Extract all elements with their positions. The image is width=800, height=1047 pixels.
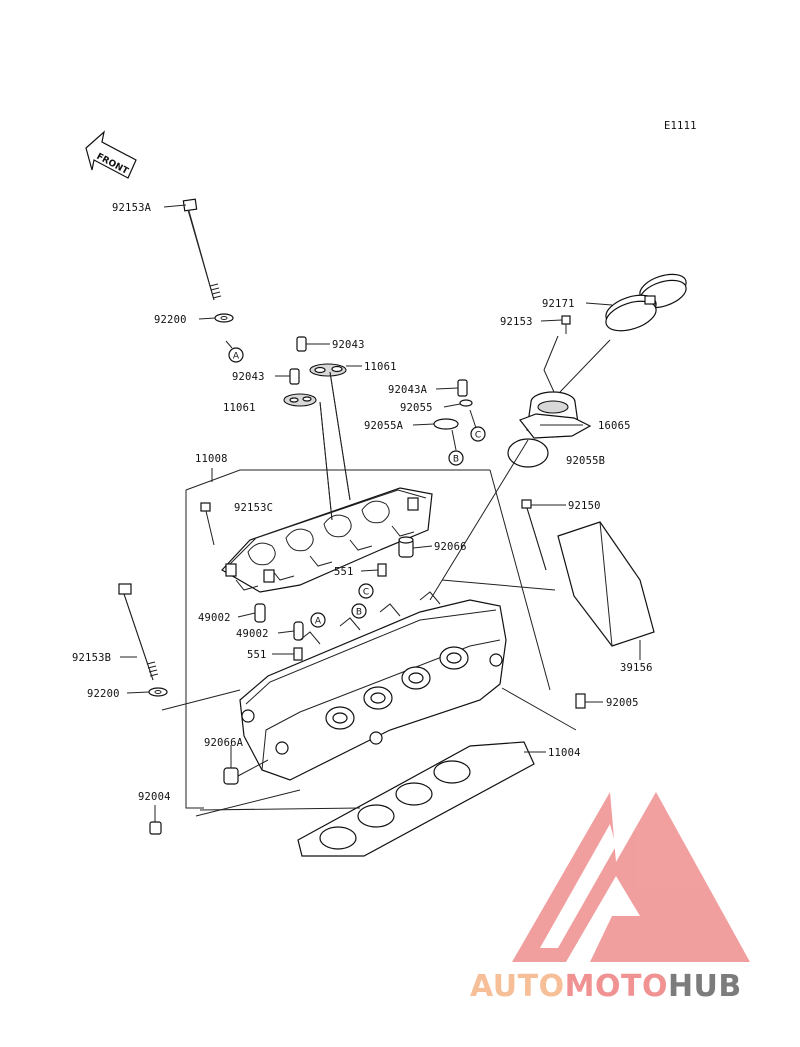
callout-92066a: 92066A: [204, 737, 244, 749]
plug-92066a: [223, 767, 239, 785]
callout-92004: 92004: [138, 791, 171, 803]
callout-92005: 92005: [606, 697, 639, 709]
callout-11004: 11004: [548, 747, 581, 759]
bolt-92153b: [118, 583, 159, 681]
automotohub-logo: AUTOMOTOHUB: [470, 792, 750, 1004]
cylinder-head: [239, 591, 507, 781]
gasket-11061-a: [309, 363, 347, 377]
screw-92153: [561, 315, 571, 334]
washer-92200-top: [214, 313, 234, 323]
guide-49002-b: [293, 621, 304, 641]
head-gasket-11004: [297, 741, 535, 857]
callout-92043a: 92043A: [388, 384, 428, 396]
cylinder-head-cover-11008: [221, 487, 433, 593]
cover-39156: [557, 521, 655, 647]
bolt-92004: [149, 821, 162, 835]
svg-text:B: B: [453, 455, 459, 465]
callout-551-b: 551: [247, 649, 267, 661]
callout-92043-b: 92043: [232, 371, 265, 383]
callout-92153: 92153: [500, 316, 533, 328]
callout-11061-a: 11061: [364, 361, 397, 373]
logo-text-auto: AUTO: [470, 969, 565, 1004]
callout-49002-a: 49002: [198, 612, 231, 624]
pin-92043-b: [289, 368, 300, 385]
sensor-92005: [575, 693, 586, 709]
callout-551-a: 551: [334, 566, 354, 578]
callout-92055: 92055: [400, 402, 433, 414]
callout-92055a: 92055A: [364, 420, 404, 432]
callout-92153a: 92153A: [112, 202, 152, 214]
diagram-code: E1111: [664, 120, 697, 132]
logo-text-hub: HUB: [668, 969, 742, 1004]
leader-lines: [120, 204, 641, 822]
clamp-92171: [605, 273, 687, 332]
bolt-92153a: [182, 198, 222, 301]
ref-marker-c-mid: C: [358, 583, 374, 599]
ref-marker-b-right: B: [448, 450, 464, 466]
callout-92200-top: 92200: [154, 314, 187, 326]
o-ring-92055: [459, 399, 473, 407]
bolt-92150: [521, 499, 547, 571]
svg-text:C: C: [475, 431, 481, 441]
ref-marker-b-mid: B: [351, 603, 367, 619]
svg-text:A: A: [315, 617, 322, 627]
callout-92043-a: 92043: [332, 339, 365, 351]
callout-11008: 11008: [195, 453, 228, 465]
o-ring-92055b: [507, 438, 549, 468]
front-arrow-icon: FRONT: [85, 130, 137, 179]
callout-16065: 16065: [598, 420, 631, 432]
washer-92200-bot: [148, 687, 168, 697]
pin-92043-a: [296, 336, 307, 352]
holder-16065: [519, 391, 592, 439]
callout-92055b: 92055B: [566, 455, 605, 467]
callout-49002-b: 49002: [236, 628, 269, 640]
logo-text-moto: MOTO: [565, 969, 668, 1004]
dowel-551-a: [377, 563, 387, 577]
ref-marker-a-mid: A: [310, 612, 326, 628]
svg-text:B: B: [356, 608, 362, 618]
callout-92153c: 92153C: [234, 502, 273, 514]
callout-92150: 92150: [568, 500, 601, 512]
callout-92171: 92171: [542, 298, 575, 310]
ref-marker-a-top: A: [228, 347, 244, 363]
o-ring-92055a: [433, 418, 459, 430]
pin-92043a: [457, 379, 468, 397]
svg-text:A: A: [233, 352, 240, 362]
callouts: 92153A 92200 92043 11061 92043 11061 921…: [72, 202, 653, 803]
logo-text: AUTOMOTOHUB: [470, 969, 742, 1004]
callout-92200-bot: 92200: [87, 688, 120, 700]
svg-text:C: C: [363, 588, 369, 598]
ref-marker-c-right: C: [470, 426, 486, 442]
callout-11061-b: 11061: [223, 402, 256, 414]
callout-92153b: 92153B: [72, 652, 111, 664]
logo-triangle-inner: [540, 824, 616, 948]
guide-49002-a: [254, 603, 266, 623]
dowel-551-b: [293, 647, 303, 661]
callout-92066: 92066: [434, 541, 467, 553]
callout-39156: 39156: [620, 662, 653, 674]
plug-92066: [398, 536, 414, 558]
bolt-92153c-small: [200, 502, 215, 546]
gasket-11061-b: [283, 393, 317, 407]
